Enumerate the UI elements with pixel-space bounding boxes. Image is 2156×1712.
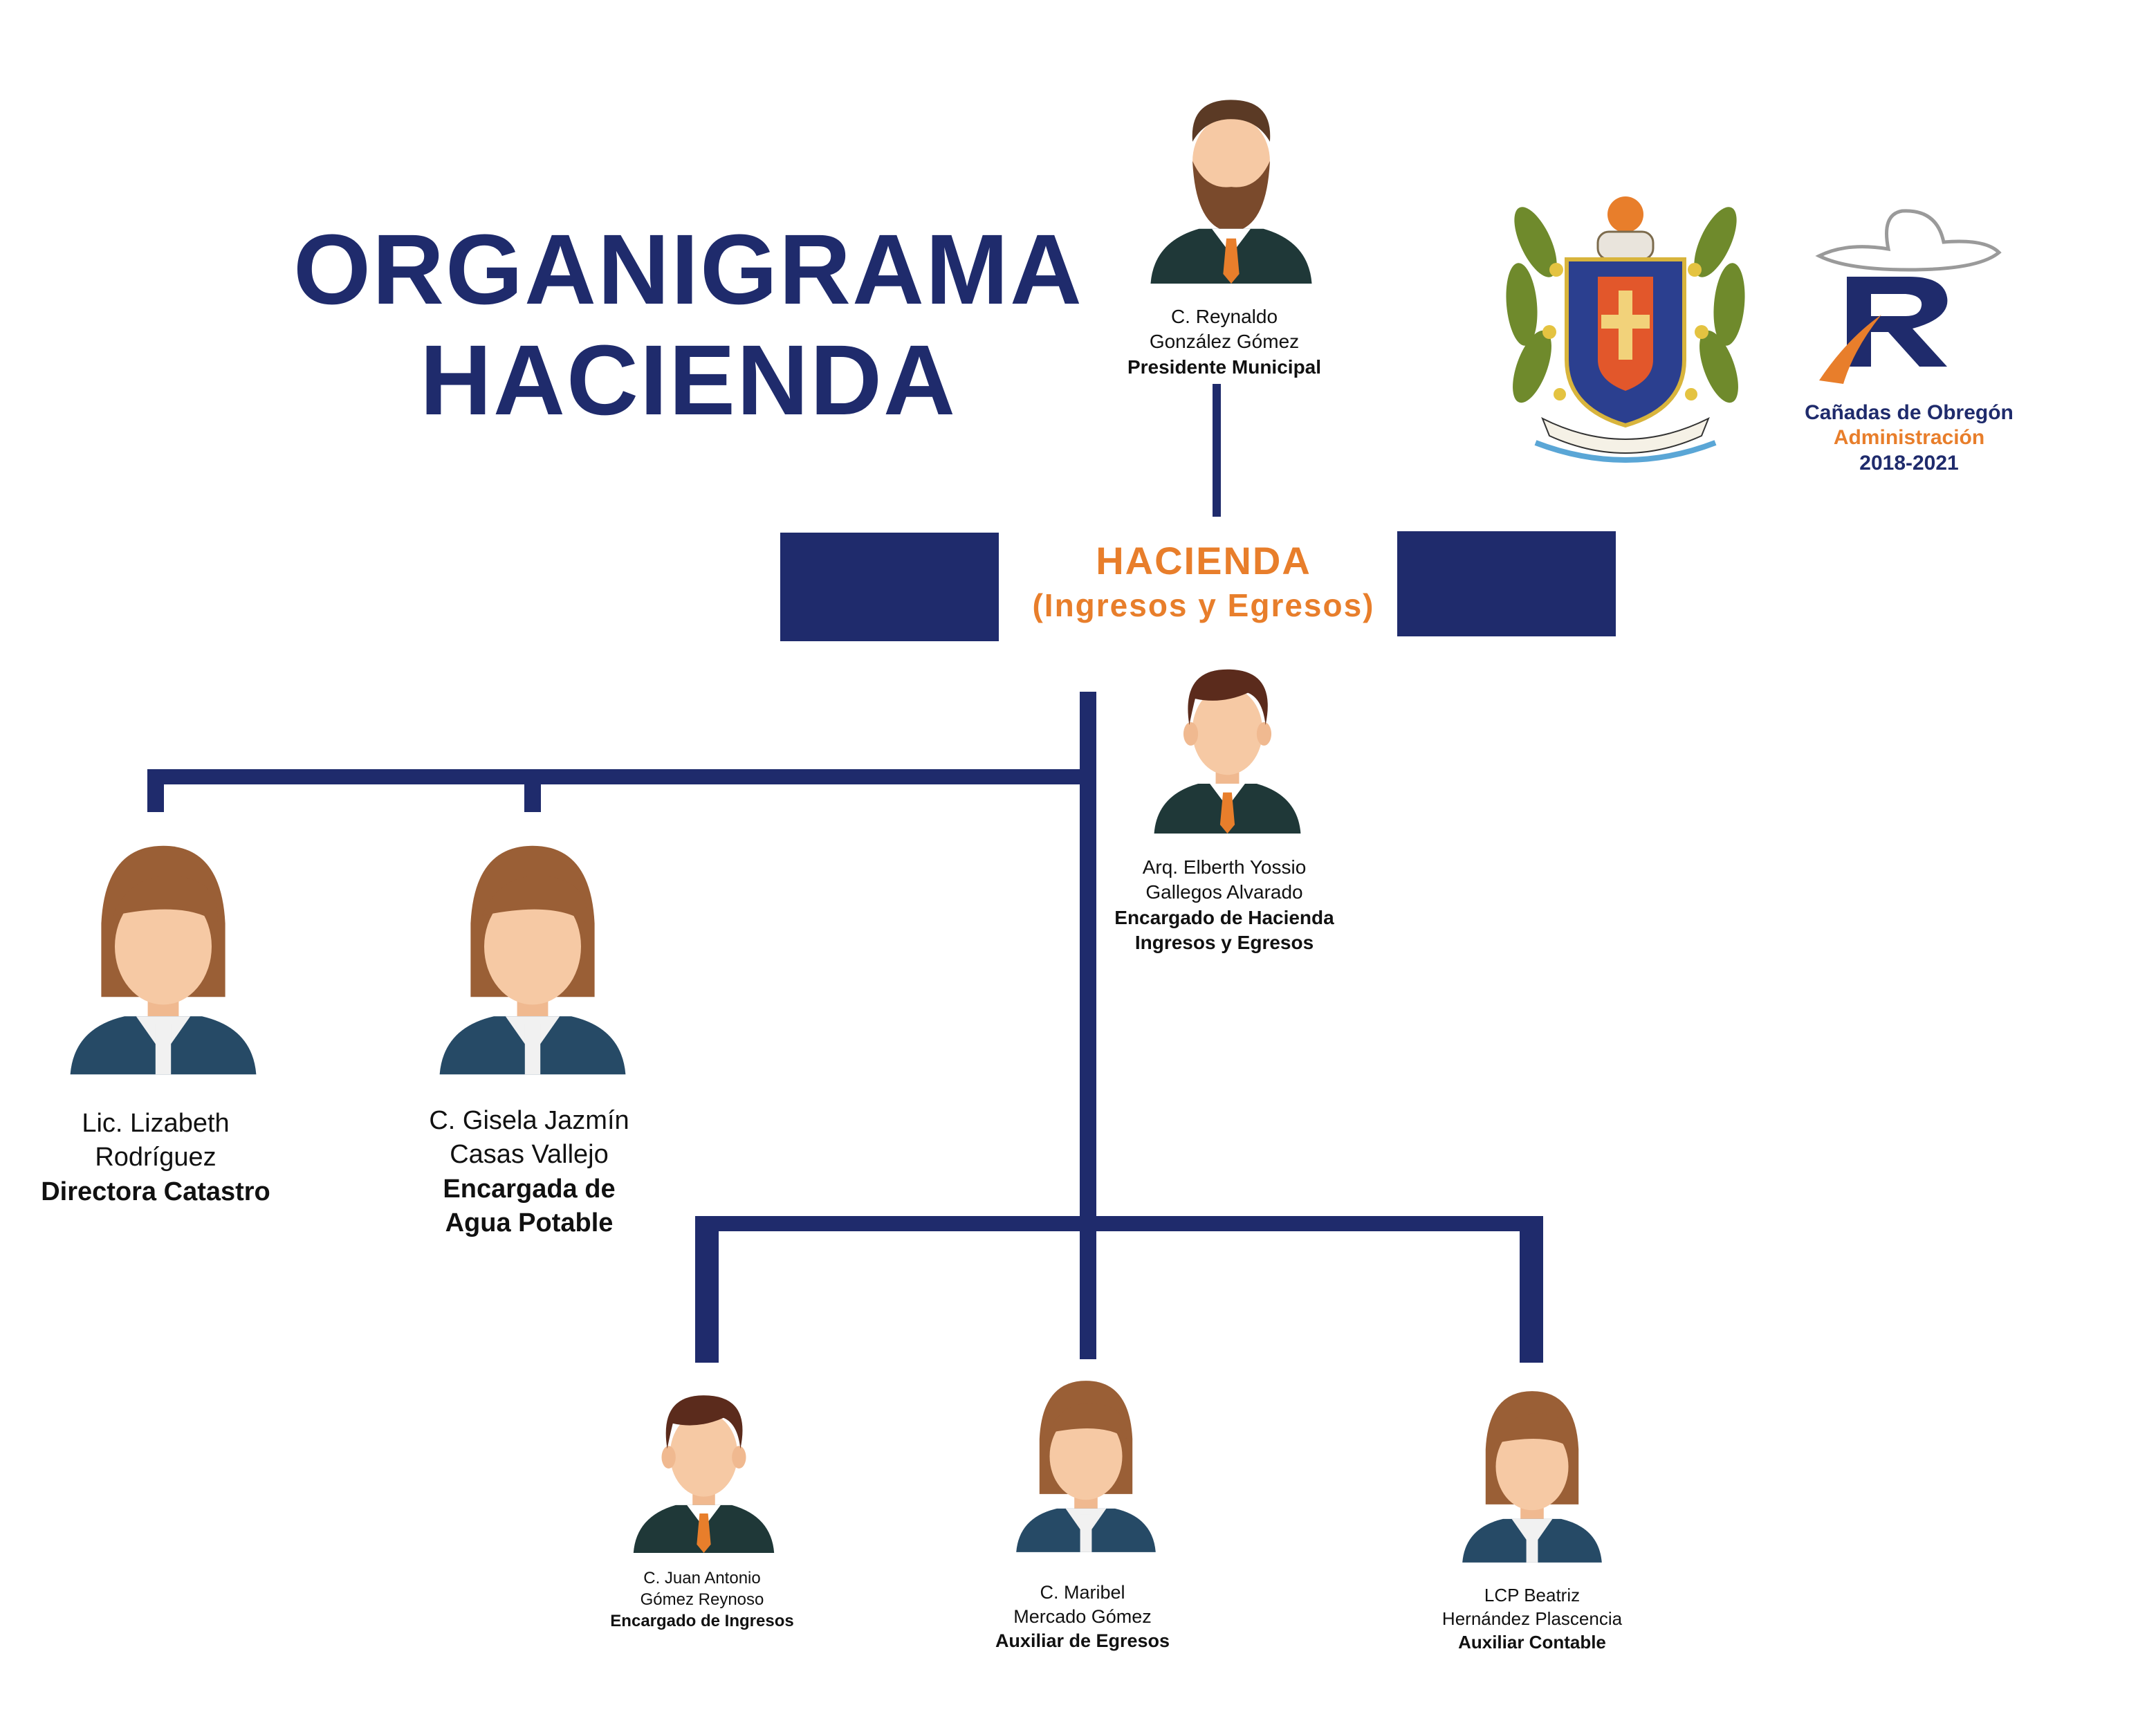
president-name-line2: González Gómez — [1149, 331, 1300, 353]
coat-of-arms-logo — [1506, 196, 1745, 463]
administration-logo — [1815, 209, 2002, 384]
woman-avatar — [1462, 1391, 1602, 1563]
contable-name-line2: Hernández Plascencia — [1441, 1608, 1623, 1629]
man-avatar — [1154, 669, 1301, 834]
administration-name: Cañadas de Obregón — [1805, 401, 2014, 424]
woman-avatar — [1016, 1381, 1156, 1552]
ingresos-name-line2: Gómez Reynoso — [640, 1590, 764, 1610]
egresos-name-line2: Mercado Gómez — [1013, 1606, 1152, 1628]
hacienda-right-bar — [1397, 531, 1616, 636]
catastro-caption: Lic. Lizabeth Rodríguez Directora Catast… — [14, 1107, 297, 1209]
connector-agua-drop — [524, 769, 541, 812]
catastro-name-line1: Lic. Lizabeth — [82, 1109, 230, 1138]
egresos-caption: C. Maribel Mercado Gómez Auxiliar de Egr… — [955, 1581, 1210, 1653]
administration-label: Administración — [1833, 426, 1985, 449]
connector-president-to-hacienda — [1213, 384, 1221, 517]
connector-catastro-drop — [147, 769, 164, 812]
man-avatar — [633, 1395, 775, 1553]
egresos-name-line1: C. Maribel — [1040, 1582, 1125, 1603]
catastro-role: Directora Catastro — [41, 1177, 270, 1206]
connector-hacienda-trunk — [1080, 692, 1096, 1359]
contable-caption: LCP Beatriz Hernández Plascencia Auxilia… — [1397, 1584, 1667, 1654]
head-name-line2: Gallegos Alvarado — [1145, 881, 1303, 903]
woman-avatar — [70, 845, 257, 1075]
connector-ingresos-drop — [695, 1216, 719, 1363]
ingresos-role: Encargado de Ingresos — [610, 1612, 794, 1631]
department-name: HACIENDA — [1096, 539, 1311, 582]
agua-role-line1: Encargada de — [443, 1174, 616, 1204]
contable-name-line1: LCP Beatriz — [1484, 1585, 1581, 1605]
head-role-line1: Encargado de Hacienda — [1114, 906, 1334, 928]
president-caption: C. Reynaldo González Gómez Presidente Mu… — [1079, 304, 1370, 380]
man-beard-avatar — [1150, 100, 1312, 284]
contable-role: Auxiliar Contable — [1458, 1631, 1606, 1653]
woman-avatar — [439, 845, 626, 1075]
hacienda-left-bar — [780, 533, 999, 641]
head-name-line1: Arq. Elberth Yossio — [1142, 856, 1307, 878]
ingresos-name-line1: C. Juan Antonio — [643, 1569, 761, 1587]
chart-title-line2: HACIENDA — [419, 324, 957, 436]
administration-years: 2018-2021 — [1859, 452, 1959, 475]
agua-name-line1: C. Gisela Jazmín — [429, 1106, 629, 1135]
president-role: Presidente Municipal — [1127, 356, 1322, 378]
egresos-role: Auxiliar de Egresos — [995, 1630, 1170, 1652]
president-name-line1: C. Reynaldo — [1170, 306, 1278, 327]
catastro-name-line2: Rodríguez — [95, 1143, 216, 1172]
department-subtitle: (Ingresos y Egresos) — [1032, 587, 1375, 623]
chart-title-line1: ORGANIGRAMA — [293, 214, 1083, 325]
agua-role-line2: Agua Potable — [445, 1208, 614, 1238]
head-caption: Arq. Elberth Yossio Gallegos Alvarado En… — [1079, 855, 1370, 956]
agua-caption: C. Gisela Jazmín Casas Vallejo Encargada… — [384, 1104, 674, 1241]
connector-contable-drop — [1520, 1216, 1543, 1363]
connector-upper-branch — [147, 769, 1088, 784]
agua-name-line2: Casas Vallejo — [450, 1140, 609, 1170]
ingresos-caption: C. Juan Antonio Gómez Reynoso Encargado … — [574, 1567, 830, 1632]
head-role-line2: Ingresos y Egresos — [1134, 932, 1314, 954]
connector-lower-branch — [695, 1216, 1543, 1231]
